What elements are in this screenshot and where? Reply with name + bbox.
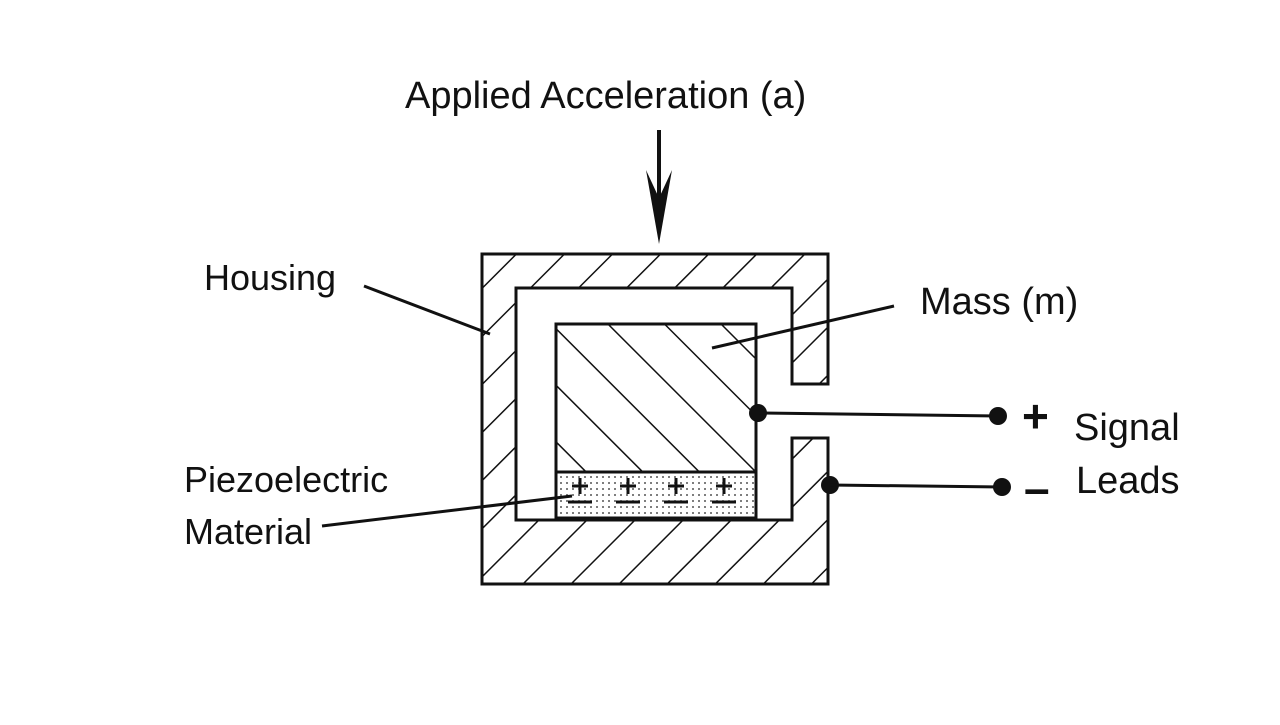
mass-leader: [711, 304, 895, 350]
positive-lead: [749, 404, 1007, 425]
piezo-layer: [554, 470, 758, 520]
minus-sign: –: [1024, 462, 1050, 514]
signal-label: Signal: [1074, 407, 1180, 449]
piezo-label-line2: Material: [184, 511, 312, 552]
applied-acceleration-label: Applied Acceleration (a): [405, 75, 806, 117]
housing-frame: [480, 252, 830, 586]
mass-block: [554, 322, 758, 474]
housing-label: Housing: [204, 257, 336, 298]
acceleration-arrow: [646, 130, 672, 244]
piezo-leader: [321, 494, 573, 528]
negative-lead: [821, 476, 1011, 496]
housing-leader: [363, 284, 491, 336]
mass-label: Mass (m): [920, 281, 1078, 323]
piezo-charge-symbols: [568, 478, 736, 504]
piezo-label-line1: Piezoelectric: [184, 459, 388, 500]
leads-label: Leads: [1076, 460, 1180, 502]
plus-sign: +: [1022, 390, 1049, 442]
